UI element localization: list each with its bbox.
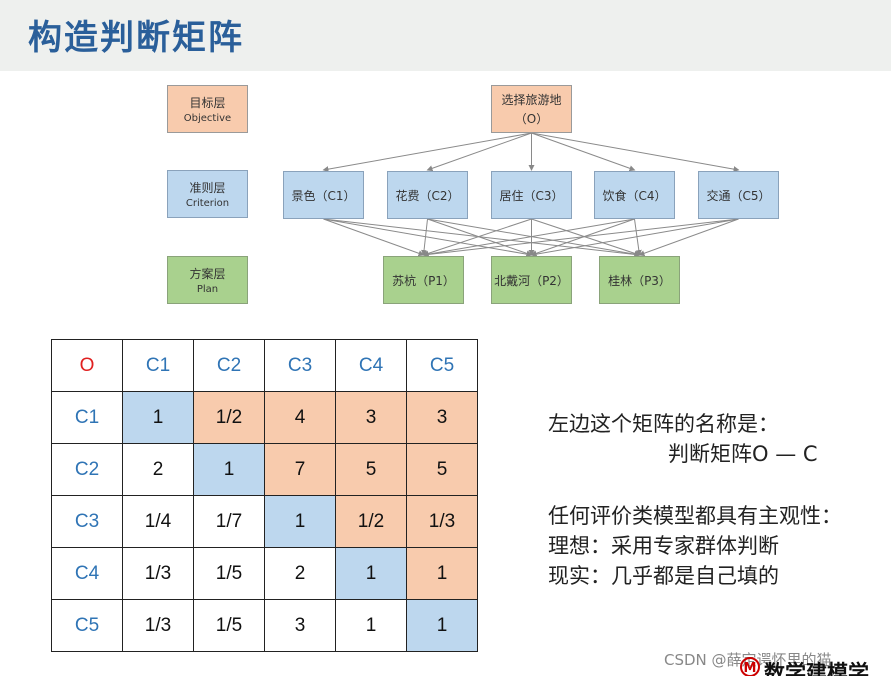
brand-m-icon: M [740, 657, 760, 676]
matrix-col-header: C5 [406, 339, 478, 392]
matrix-row-header: C5 [51, 599, 123, 652]
matrix-cell: 1/3 [406, 495, 478, 548]
plan-node-p1: 苏杭（P1） [383, 256, 464, 304]
level-criterion-cn: 准则层 [189, 181, 226, 195]
matrix-cell: 1 [406, 547, 478, 600]
goal-node: 选择旅游地 （O） [491, 85, 572, 133]
matrix-cell: 1 [406, 599, 478, 652]
level-objective: 目标层 Objective [167, 85, 248, 133]
note-line-4: 理想：采用专家群体判断 [548, 534, 779, 558]
matrix-corner: O [51, 339, 123, 392]
criterion-to-plan-line [323, 218, 533, 258]
criterion-to-plan-line [323, 218, 425, 257]
matrix-cell: 3 [406, 391, 478, 444]
brand-logo: M 数学建模学 [740, 657, 891, 676]
matrix-col-header: C2 [193, 339, 265, 392]
page-title: 构造判断矩阵 [28, 18, 244, 58]
criterion-to-plan-line [638, 218, 739, 257]
matrix-cell: 1/3 [122, 547, 194, 600]
criterion-to-plan-line [323, 218, 641, 258]
note-line-5: 现实：几乎都是自己填的 [548, 564, 779, 588]
matrix-cell: 3 [264, 599, 336, 652]
brand-text: 数学建模学 [764, 661, 869, 676]
matrix-row-header: C3 [51, 495, 123, 548]
criterion-node-c1: 景色（C1） [283, 171, 364, 219]
matrix-cell: 3 [335, 391, 407, 444]
level-objective-cn: 目标层 [189, 96, 226, 110]
matrix-row: C4 1/3 1/5 2 1 1 [51, 547, 478, 600]
criterion-node-c4: 饮食（C4） [594, 171, 675, 219]
matrix-cell: 5 [406, 443, 478, 496]
matrix-row: C1 1 1/2 4 3 3 [51, 391, 478, 444]
goal-line2: （O） [514, 112, 549, 126]
goal-to-criterion-line [426, 132, 532, 172]
level-plan-cn: 方案层 [189, 267, 226, 281]
level-plan-en: Plan [196, 284, 219, 295]
level-criterion-en: Criterion [185, 198, 230, 209]
matrix-col-header: C1 [122, 339, 194, 392]
plan-node-p2: 北戴河（P2） [491, 256, 572, 304]
matrix-row-header: C2 [51, 443, 123, 496]
note-line-2: 判断矩阵O — C [668, 442, 818, 466]
goal-to-criterion-line [531, 132, 740, 173]
matrix-cell: 1/2 [335, 495, 407, 548]
matrix-cell: 1 [335, 547, 407, 600]
goal-line1: 选择旅游地 [501, 93, 562, 107]
matrix-row-header: C1 [51, 391, 123, 444]
title-bar [0, 0, 891, 71]
goal-to-criterion-line [322, 132, 532, 173]
matrix-cell: 1/5 [193, 547, 265, 600]
matrix-cell: 1/5 [193, 599, 265, 652]
criterion-to-plan-line [422, 218, 635, 258]
matrix-row: C5 1/3 1/5 3 1 1 [51, 599, 478, 652]
matrix-cell: 1 [335, 599, 407, 652]
plan-node-p3: 桂林（P3） [599, 256, 680, 304]
judgment-matrix: O C1 C2 C3 C4 C5 C1 1 1/2 4 3 3 C2 2 1 7… [51, 339, 478, 652]
criterion-to-plan-line [530, 218, 739, 258]
matrix-cell: 1/4 [122, 495, 194, 548]
criterion-to-plan-line [427, 218, 641, 258]
matrix-cell: 1/2 [193, 391, 265, 444]
note-line-1: 左边这个矩阵的名称是： [548, 412, 779, 436]
matrix-row: C3 1/4 1/7 1 1/2 1/3 [51, 495, 478, 548]
matrix-cell: 2 [122, 443, 194, 496]
level-objective-en: Objective [183, 113, 232, 124]
matrix-header-row: O C1 C2 C3 C4 C5 [51, 339, 478, 392]
note-line-3: 任何评价类模型都具有主观性： [548, 504, 842, 528]
criterion-node-c5: 交通（C5） [698, 171, 779, 219]
matrix-cell: 1 [264, 495, 336, 548]
matrix-col-header: C3 [264, 339, 336, 392]
criterion-to-plan-line [422, 218, 739, 258]
criterion-to-plan-line [531, 218, 641, 257]
criterion-to-plan-line [427, 218, 533, 257]
criterion-node-c3: 居住（C3） [491, 171, 572, 219]
matrix-cell: 4 [264, 391, 336, 444]
matrix-row-header: C4 [51, 547, 123, 600]
matrix-cell: 2 [264, 547, 336, 600]
goal-to-criterion-line [531, 132, 636, 172]
matrix-cell: 5 [335, 443, 407, 496]
matrix-cell: 1/3 [122, 599, 194, 652]
level-plan: 方案层 Plan [167, 256, 248, 304]
criterion-node-c2: 花费（C2） [387, 171, 468, 219]
matrix-col-header: C4 [335, 339, 407, 392]
matrix-cell: 1 [122, 391, 194, 444]
matrix-cell: 1 [193, 443, 265, 496]
criterion-to-plan-line [422, 218, 532, 257]
criterion-to-plan-line [421, 218, 428, 256]
level-criterion: 准则层 Criterion [167, 170, 248, 218]
matrix-cell: 7 [264, 443, 336, 496]
matrix-cell: 1/7 [193, 495, 265, 548]
matrix-row: C2 2 1 7 5 5 [51, 443, 478, 496]
